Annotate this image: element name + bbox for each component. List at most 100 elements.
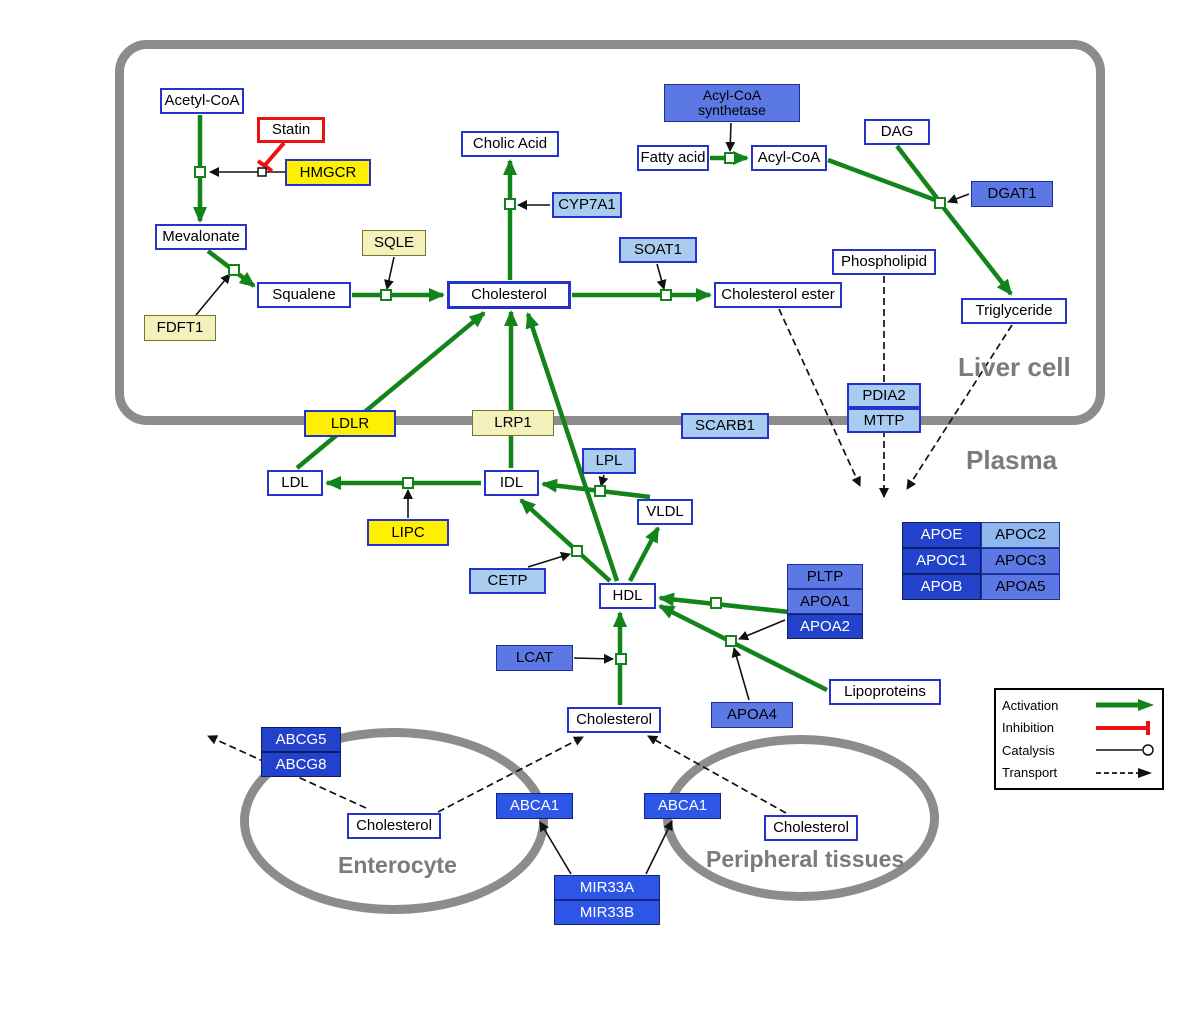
node-apoc2[interactable]: APOC2	[981, 522, 1060, 548]
reaction-node	[724, 152, 736, 164]
node-abca1-peripheral[interactable]: ABCA1	[644, 793, 721, 819]
node-lipoproteins[interactable]: Lipoproteins	[829, 679, 941, 705]
edge-statin-inhibits-hmgcr	[263, 141, 286, 167]
node-apob[interactable]: APOB	[902, 574, 981, 600]
edge-apoa4-catalysis	[731, 647, 750, 701]
reaction-node	[228, 264, 240, 276]
node-dgat1[interactable]: DGAT1	[971, 181, 1053, 207]
legend-label-transport: Transport	[1002, 765, 1058, 781]
node-mevalonate[interactable]: Mevalonate	[155, 224, 247, 250]
edge-peripheral-cholesterol-efflux	[647, 735, 787, 814]
node-pltp[interactable]: PLTP	[787, 564, 863, 589]
node-lcat[interactable]: LCAT	[496, 645, 573, 671]
edge-acyl-coa-to-junction	[827, 157, 939, 204]
node-acyl-coa[interactable]: Acyl-CoA	[751, 145, 827, 171]
edge-hdl-to-vldl	[628, 526, 660, 583]
node-ldlr[interactable]: LDLR	[304, 410, 396, 437]
node-sqle[interactable]: SQLE	[362, 230, 426, 256]
reaction-node	[934, 197, 946, 209]
node-abcg5[interactable]: ABCG5	[261, 727, 341, 752]
node-phospholipid[interactable]: Phospholipid	[832, 249, 936, 275]
node-apoa1[interactable]: APOA1	[787, 589, 863, 614]
legend-item-transport: Transport	[1002, 762, 1156, 784]
node-apoa4[interactable]: APOA4	[711, 702, 793, 728]
catalysis-symbol-icon	[1096, 744, 1154, 756]
node-ldl[interactable]: LDL	[267, 470, 323, 496]
edge-mir33-to-abca1-enterocyte	[539, 821, 572, 875]
reaction-node	[402, 477, 414, 489]
node-statin[interactable]: Statin	[257, 117, 325, 143]
node-hdl[interactable]: HDL	[599, 583, 656, 609]
node-squalene[interactable]: Squalene	[257, 282, 351, 308]
reaction-node	[571, 545, 583, 557]
node-scarb1[interactable]: SCARB1	[681, 413, 769, 439]
node-mir33b[interactable]: MIR33B	[554, 900, 660, 925]
node-mttp[interactable]: MTTP	[847, 408, 921, 433]
edge-acyl-coa-synthetase-catalysis	[725, 122, 736, 152]
node-pdia2[interactable]: PDIA2	[847, 383, 921, 408]
reaction-node	[504, 198, 516, 210]
node-fdft1[interactable]: FDFT1	[144, 315, 216, 341]
activation-symbol-icon	[1096, 699, 1154, 712]
node-triglyceride[interactable]: Triglyceride	[961, 298, 1067, 324]
reaction-node	[710, 597, 722, 609]
node-abca1-enterocyte[interactable]: ABCA1	[496, 793, 573, 819]
liver-cell-compartment	[115, 40, 1105, 425]
node-apoa2[interactable]: APOA2	[787, 614, 863, 639]
legend-label-activation: Activation	[1002, 697, 1059, 713]
edge-lcat-catalysis	[573, 653, 614, 664]
node-apoc1[interactable]: APOC1	[902, 548, 981, 574]
node-cholesterol-plasma[interactable]: Cholesterol	[567, 707, 661, 733]
node-cholesterol-enterocyte[interactable]: Cholesterol	[347, 813, 441, 839]
legend-label-inhibition: Inhibition	[1002, 720, 1055, 736]
reaction-node	[615, 653, 627, 665]
reaction-node	[725, 635, 737, 647]
edge-enterocyte-cholesterol-efflux	[437, 736, 584, 813]
node-cetp[interactable]: CETP	[469, 568, 546, 594]
edge-cholesterol-excretion-abcg	[207, 735, 367, 809]
node-idl[interactable]: IDL	[484, 470, 539, 496]
edge-mir33-to-abca1-peripheral	[645, 820, 673, 875]
node-hmgcr[interactable]: HMGCR	[285, 159, 371, 186]
edge-cetp-catalysis	[527, 551, 571, 568]
node-apoa5[interactable]: APOA5	[981, 574, 1060, 600]
edge-sqle-catalysis	[384, 256, 395, 290]
enterocyte-compartment	[240, 728, 548, 914]
legend-label-catalysis: Catalysis	[1002, 742, 1055, 758]
node-apoc3[interactable]: APOC3	[981, 548, 1060, 574]
node-mir33a[interactable]: MIR33A	[554, 875, 660, 900]
edge-dgat1-catalysis	[947, 193, 970, 204]
edge-apoa2-catalysis	[738, 619, 786, 641]
edge-hdl-to-idl-via-cetp	[519, 498, 612, 583]
node-lipc[interactable]: LIPC	[367, 519, 449, 546]
node-lpl[interactable]: LPL	[582, 448, 636, 474]
node-cholic-acid[interactable]: Cholic Acid	[461, 131, 559, 157]
node-cyp7a1[interactable]: CYP7A1	[552, 192, 622, 218]
edge-fdft1-catalysis	[195, 273, 231, 316]
reaction-node	[380, 289, 392, 301]
edge-junction-to-triglyceride	[941, 205, 1013, 296]
node-fatty-acid[interactable]: Fatty acid	[637, 145, 709, 171]
node-vldl[interactable]: VLDL	[637, 499, 693, 525]
edge-ldl-to-cholesterol-via-ldlr	[295, 311, 486, 470]
edge-statin-inhibition-tbar	[256, 159, 274, 173]
node-soat1[interactable]: SOAT1	[619, 237, 697, 263]
node-apoe[interactable]: APOE	[902, 522, 981, 548]
transport-symbol-icon	[1096, 767, 1152, 778]
node-cholesterol-peripheral[interactable]: Cholesterol	[764, 815, 858, 841]
node-abcg8[interactable]: ABCG8	[261, 752, 341, 777]
node-cholesterol-ester[interactable]: Cholesterol ester	[714, 282, 842, 308]
node-acyl-coa-synthetase[interactable]: Acyl-CoA synthetase	[664, 84, 800, 122]
node-acetyl-coa[interactable]: Acetyl-CoA	[160, 88, 244, 114]
legend-item-catalysis: Catalysis	[1002, 739, 1156, 761]
reaction-node	[194, 166, 206, 178]
node-cholesterol-liver[interactable]: Cholesterol	[447, 281, 571, 309]
legend-item-inhibition: Inhibition	[1002, 717, 1156, 739]
node-lrp1[interactable]: LRP1	[472, 410, 554, 436]
edge-apoa-stack-to-hdl	[658, 592, 790, 615]
node-dag[interactable]: DAG	[864, 119, 930, 145]
edge-lipoproteins-to-hdl	[658, 603, 829, 693]
